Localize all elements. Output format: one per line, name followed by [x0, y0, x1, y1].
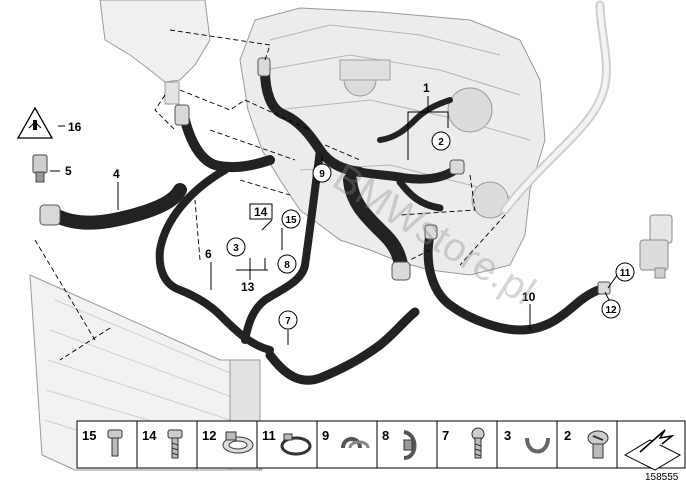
screw-plug-icon: [587, 430, 609, 459]
legend-num-9: 9: [322, 428, 329, 443]
parts-legend: 15 14 12 11 9 8: [76, 420, 686, 471]
hoses: [48, 65, 610, 385]
warning-triangle-icon: [16, 106, 54, 139]
callout-5: 5: [65, 164, 72, 178]
coolant-valve: [639, 214, 673, 279]
hose-clamp-icon: [222, 431, 254, 454]
callout-4: 4: [113, 167, 120, 181]
callout-12: 12: [605, 305, 617, 316]
screw-icon: [471, 427, 485, 459]
callout-1: 1: [423, 81, 430, 95]
callout-8: 8: [284, 260, 290, 271]
legend-num-12: 12: [202, 428, 216, 443]
bolt-icon: [167, 429, 183, 459]
callout-labels: 1 4 5 6 10 13 16 14 2 3 7 8 9 11 12 15: [65, 81, 635, 330]
arrow-sheet-icon: [623, 429, 682, 471]
legend-num-7: 7: [442, 428, 449, 443]
legend-num-15: 15: [82, 428, 96, 443]
bolt-head-icon: [107, 429, 123, 457]
hose-fittings: [39, 57, 611, 295]
legend-num-8: 8: [382, 428, 389, 443]
callout-2: 2: [438, 137, 444, 148]
callout-11: 11: [620, 268, 631, 279]
callout-13: 13: [241, 280, 255, 294]
leader-lines: [50, 96, 621, 345]
callout-7: 7: [285, 316, 291, 327]
heater-pipe: [500, 0, 611, 215]
temperature-sensor: [32, 154, 48, 183]
legend-num-14: 14: [142, 428, 157, 443]
callout-6: 6: [205, 247, 212, 261]
clamp-band-icon: [280, 433, 312, 456]
diagram-id: 158555: [645, 472, 679, 483]
legend-num-3: 3: [504, 428, 511, 443]
clip-icon: [525, 437, 550, 454]
expansion-tank: [99, 0, 211, 105]
callout-15: 15: [285, 215, 297, 226]
callout-14: 14: [254, 205, 268, 219]
callout-3: 3: [233, 243, 239, 254]
clip-icon: [341, 437, 370, 449]
callout-16: 16: [68, 120, 82, 134]
legend-num-11: 11: [262, 428, 276, 443]
callout-10: 10: [522, 290, 536, 304]
dashed-reference-lines: [34, 29, 506, 361]
clip-icon: [403, 430, 417, 460]
callout-9: 9: [319, 169, 325, 180]
legend-num-2: 2: [564, 428, 571, 443]
